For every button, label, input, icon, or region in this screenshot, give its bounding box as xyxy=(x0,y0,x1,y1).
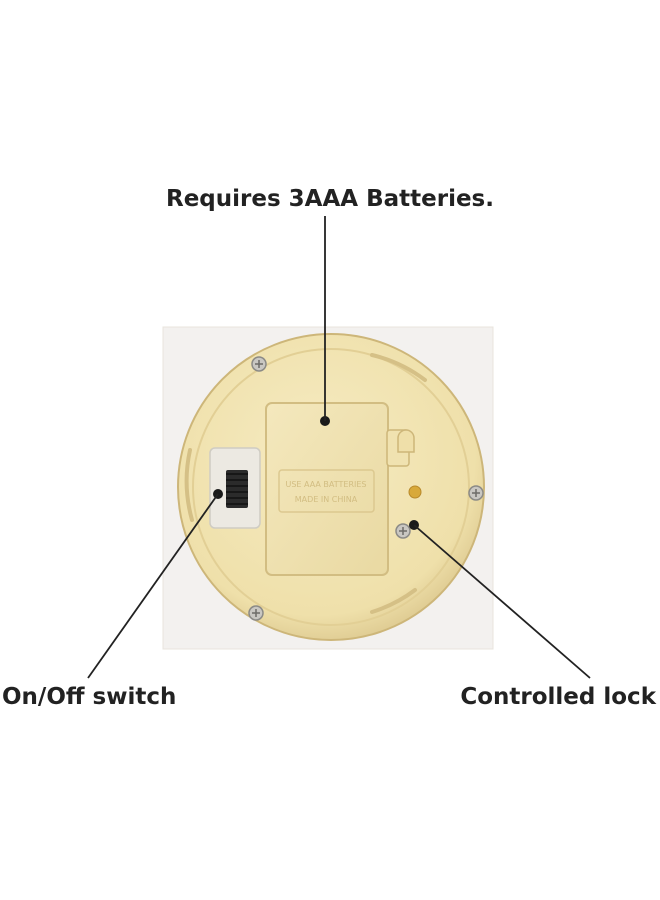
screw-icon xyxy=(248,605,264,621)
slide-switch-icon[interactable] xyxy=(209,447,261,529)
callout-pointer-lock xyxy=(409,520,591,679)
battery-cover[interactable]: USE AAA BATTERIES MADE IN CHINA xyxy=(265,402,389,576)
cover-latch[interactable] xyxy=(386,429,415,467)
callout-pointer-switch xyxy=(87,489,223,679)
callout-batteries-label: Requires 3AAA Batteries. xyxy=(166,186,494,212)
screw-icon xyxy=(395,523,411,539)
lock-hole-icon[interactable] xyxy=(408,485,422,499)
callout-switch-label: On/Off switch xyxy=(2,684,177,710)
embossed-text-line2: MADE IN CHINA xyxy=(295,495,358,504)
screw-icon xyxy=(251,356,267,372)
embossed-text-line1: USE AAA BATTERIES xyxy=(285,480,366,489)
callout-lock-label: Controlled lock xyxy=(460,684,656,710)
screw-icon xyxy=(468,485,484,501)
